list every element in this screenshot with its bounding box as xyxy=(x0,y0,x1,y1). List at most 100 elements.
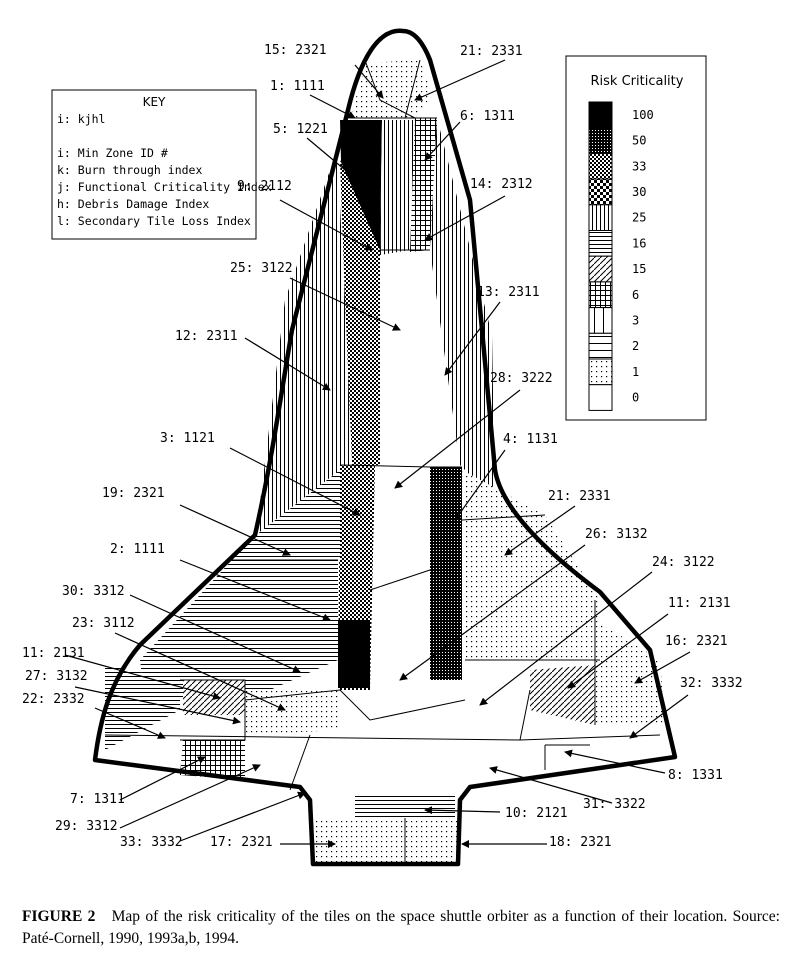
zone-7 xyxy=(180,740,245,780)
zone-label: 5: 1221 xyxy=(273,122,328,137)
zone-label: 13: 2311 xyxy=(477,285,540,300)
key-line-2: k: Burn through index xyxy=(57,163,202,177)
zone-arrow xyxy=(567,613,669,689)
legend-value-16: 16 xyxy=(632,236,646,250)
zone-label: 17: 2321 xyxy=(210,835,273,850)
zone-label: 28: 3222 xyxy=(490,371,553,386)
legend-swatch-100 xyxy=(588,101,613,129)
zone-label: 18: 2321 xyxy=(549,835,612,850)
zone-label: 14: 2312 xyxy=(470,177,533,192)
key-format: i: kjhl xyxy=(57,112,105,126)
zone-arrow xyxy=(309,94,356,119)
zone-arrow xyxy=(394,389,521,489)
zone-label: 15: 2321 xyxy=(264,43,327,58)
legend-value-2: 2 xyxy=(632,339,639,353)
legend-swatch-0 xyxy=(588,384,613,411)
zone-17-18 xyxy=(313,818,458,862)
legend-swatch-2 xyxy=(588,332,613,360)
figure-caption: FIGURE 2 Map of the risk criticality of … xyxy=(22,906,780,950)
zone-10 xyxy=(355,795,455,818)
zone-arrow xyxy=(114,632,286,711)
zone-arrow xyxy=(629,694,689,739)
legend-title: Risk Criticality xyxy=(591,74,684,89)
zone-label: 12: 2311 xyxy=(175,329,238,344)
legend-value-25: 25 xyxy=(632,211,646,225)
zone-label: 19: 2321 xyxy=(102,486,165,501)
legend-swatch-33 xyxy=(588,152,613,180)
zone-2 xyxy=(140,560,338,700)
zone-arrow xyxy=(454,449,506,521)
zone-arrow xyxy=(64,654,221,700)
zone-label: 6: 1311 xyxy=(460,109,515,124)
zone-11l xyxy=(183,680,245,715)
zone-label: 25: 3122 xyxy=(230,261,293,276)
tile-zones xyxy=(105,60,665,862)
zone-arrow xyxy=(279,199,373,251)
key-line-1: i: Min Zone ID # xyxy=(57,146,168,160)
zone-4 xyxy=(430,467,462,680)
legend-value-100: 100 xyxy=(632,108,654,122)
zone-label: 23: 3112 xyxy=(72,616,135,631)
zone-arrow xyxy=(424,195,506,241)
zone-arrow xyxy=(129,594,301,673)
zone-1 xyxy=(410,118,437,252)
zone-arrow xyxy=(489,766,613,804)
zone-label: 30: 3312 xyxy=(62,584,125,599)
zone-arrow xyxy=(444,301,501,376)
key-line-3: j: Functional Criticality Index xyxy=(57,180,272,194)
zone-14 xyxy=(430,118,495,500)
zone-label: 33: 3332 xyxy=(120,835,183,850)
zone-arrow xyxy=(354,64,384,99)
zone-label: 26: 3132 xyxy=(585,527,648,542)
zone-label: 22: 2332 xyxy=(22,692,85,707)
legend-swatch-50 xyxy=(588,127,613,154)
zone-6 xyxy=(380,120,415,255)
zone-label: 9: 2112 xyxy=(237,179,292,194)
legend-value-50: 50 xyxy=(632,134,646,148)
zone-labels: 15: 2321 21: 2331 1: 1111 6: 1311 5: 1221 9: … xyxy=(22,43,743,850)
zone-arrow xyxy=(424,806,501,815)
caption-figure-label: FIGURE 2 xyxy=(22,908,96,925)
caption-text: Map of the risk criticality of the tiles… xyxy=(22,908,780,947)
zone-arrow xyxy=(244,337,331,391)
zone-label: 16: 2321 xyxy=(665,634,728,649)
zone-label: 11: 2131 xyxy=(668,596,731,611)
zone-label: 29: 3312 xyxy=(55,819,118,834)
zone-arrow xyxy=(119,764,261,829)
legend-value-1: 1 xyxy=(632,365,639,379)
zone-arrow xyxy=(179,504,291,556)
legend-value-6: 6 xyxy=(632,288,639,302)
zone-label: 31: 3322 xyxy=(583,797,646,812)
legend-swatch-30 xyxy=(588,178,613,206)
zone-3-black xyxy=(338,620,370,688)
key-line-4: h: Debris Damage Index xyxy=(57,197,209,211)
legend-swatch-6 xyxy=(588,281,613,309)
zone-arrow xyxy=(119,756,206,801)
legend-swatch-3 xyxy=(588,307,613,334)
legend-value-15: 15 xyxy=(632,262,646,276)
zone-label: 21: 2331 xyxy=(548,489,611,504)
zone-boundaries xyxy=(104,59,661,862)
legend-swatch-1 xyxy=(588,358,613,386)
zone-label: 10: 2121 xyxy=(505,806,568,821)
zone-label: 7: 1311 xyxy=(70,792,125,807)
zone-19 xyxy=(232,470,340,560)
legend-value-3: 3 xyxy=(632,313,639,327)
zone-label: 4: 1131 xyxy=(503,432,558,447)
zone-arrow xyxy=(229,447,361,516)
legend-value-0: 0 xyxy=(632,391,639,405)
legend-value-30: 30 xyxy=(632,185,646,199)
legend-swatch-25 xyxy=(588,204,613,232)
zone-label: 1: 1111 xyxy=(270,79,325,94)
zone-arrow xyxy=(424,121,461,161)
zone-label: 11: 2131 xyxy=(22,646,85,661)
zone-11r xyxy=(530,665,595,725)
zone-arrow xyxy=(564,749,666,774)
legend-value-33: 33 xyxy=(632,159,646,173)
zone-label: 2: 1111 xyxy=(110,542,165,557)
zone-label: 27: 3132 xyxy=(25,669,88,684)
legend-swatch-16 xyxy=(588,230,613,257)
zone-label: 24: 3122 xyxy=(652,555,715,570)
zone-arrow xyxy=(504,505,576,556)
